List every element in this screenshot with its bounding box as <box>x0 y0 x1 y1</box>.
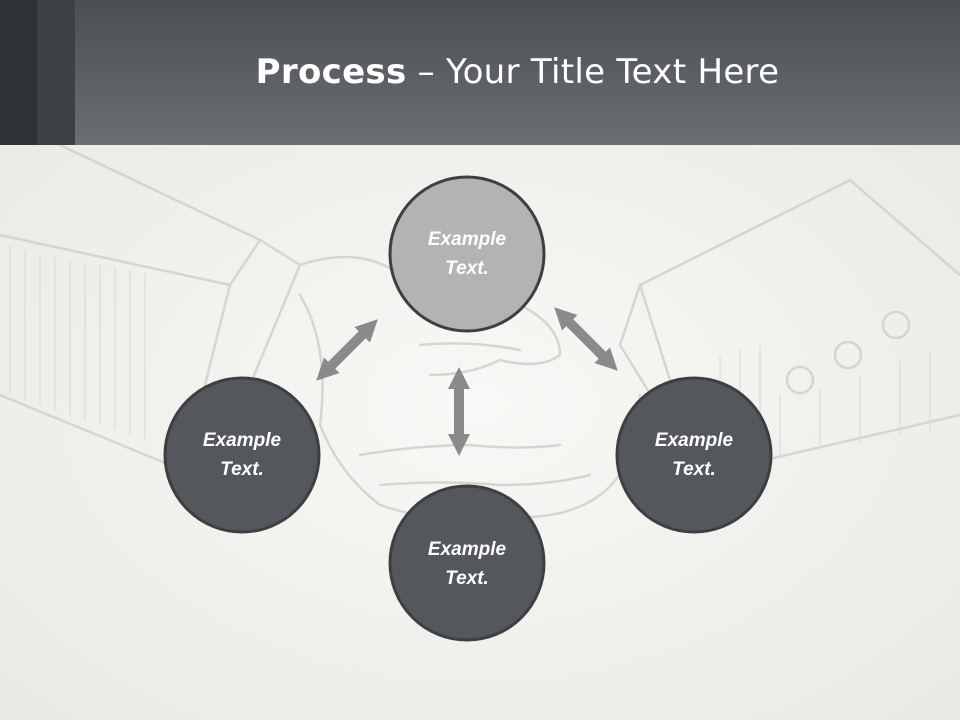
slide-title-rest: – Your Title Text Here <box>406 52 780 92</box>
node-left-circle <box>163 376 321 534</box>
node-top-line2: Text. <box>445 258 489 279</box>
arrow-top-left <box>316 319 378 381</box>
slide-title-bold: Process <box>255 52 407 92</box>
node-bottom-circle <box>388 484 546 642</box>
node-left-line1: Example <box>202 430 282 451</box>
arrow-top-right <box>554 307 618 371</box>
node-right-label: Example Text. <box>619 426 769 484</box>
node-top-line1: Example <box>427 229 507 250</box>
node-left-line2: Text. <box>220 459 264 480</box>
slide-header: Process – Your Title Text Here <box>0 0 960 145</box>
node-bottom-label: Example Text. <box>392 535 542 593</box>
node-right-line2: Text. <box>672 459 716 480</box>
node-left-label: Example Text. <box>167 426 317 484</box>
slide-title: Process – Your Title Text Here <box>75 52 960 92</box>
header-accent-dark <box>0 0 37 145</box>
node-right-line1: Example <box>654 430 734 451</box>
node-bottom-line1: Example <box>427 539 507 560</box>
node-bottom-line2: Text. <box>445 568 489 589</box>
node-right-circle <box>615 376 773 534</box>
node-top-label: Example Text. <box>392 225 542 283</box>
node-top-circle <box>388 175 546 333</box>
header-accent-mid <box>37 0 75 145</box>
